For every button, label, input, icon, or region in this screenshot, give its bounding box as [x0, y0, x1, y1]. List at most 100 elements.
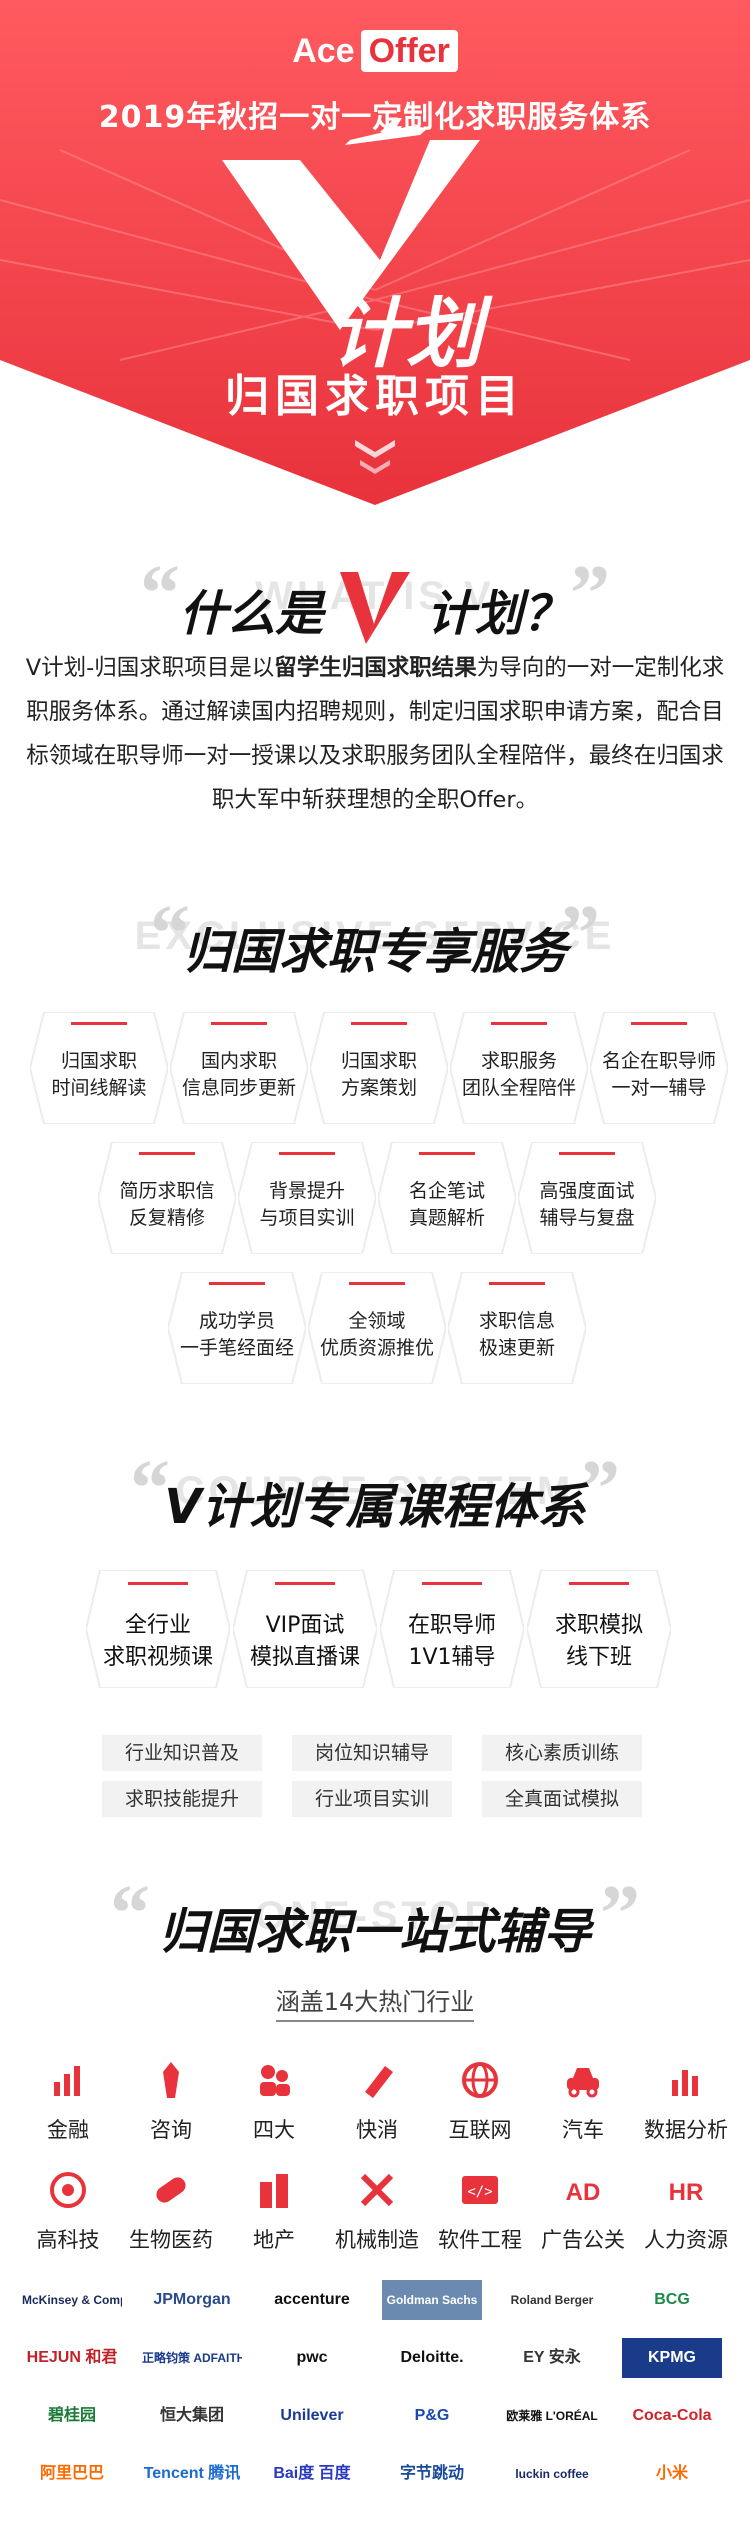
- company-logo: 正略钧策 ADFAITH: [142, 2351, 242, 2365]
- section-what-bg-text: WHAT IS V: [255, 574, 495, 618]
- company-logo: pwc: [296, 2349, 328, 2366]
- course-card: VIP面试模拟直播课: [233, 1570, 377, 1688]
- service-card-line2: 优质资源推优: [319, 1337, 434, 1359]
- industry-item: 数据分析: [636, 2058, 736, 2148]
- section-courses-heading: V计划专属课程体系: [0, 1467, 750, 1537]
- industry-label: 人力资源: [644, 2228, 728, 2252]
- service-card: 全领域优质资源推优: [308, 1272, 446, 1384]
- industry-label: 广告公关: [541, 2228, 625, 2252]
- section-courses-title-text: 计划专属课程体系: [201, 1479, 586, 1535]
- course-card-line2: 求职视频课: [102, 1645, 213, 1670]
- industry-item: 机械制造: [327, 2168, 427, 2258]
- course-tag: 全真面试模拟: [482, 1781, 642, 1817]
- industry-label: 高科技: [36, 2228, 100, 2252]
- service-card-line2: 真题解析: [408, 1207, 485, 1229]
- service-card: 背景提升与项目实训: [238, 1142, 376, 1254]
- service-card-accent: [351, 1022, 407, 1025]
- company-logo: Coca-Cola: [632, 2407, 712, 2424]
- section-services-title: EXCLUSIVE SERVICE “ ” 归国求职专享服务: [0, 894, 750, 990]
- company-logo: accenture: [274, 2291, 350, 2308]
- course-card-label: 求职模拟线下班: [527, 1610, 671, 1674]
- service-card-line1: 归国求职: [340, 1050, 417, 1072]
- quote-open-icon: “: [140, 550, 180, 638]
- company-logo: BCG: [654, 2291, 690, 2308]
- service-card-line2: 信息同步更新: [181, 1077, 296, 1099]
- course-card-accent: [569, 1582, 629, 1585]
- company-logo: EY 安永: [523, 2349, 581, 2366]
- industry-label: 咨询: [150, 2118, 192, 2142]
- course-card-accent: [128, 1582, 188, 1585]
- hero-subtitle: 2019年秋招一对一定制化求职服务体系: [98, 100, 652, 135]
- service-card-line2: 与项目实训: [259, 1207, 355, 1229]
- service-card-line1: 成功学员: [198, 1310, 275, 1332]
- service-card-label: 求职服务团队全程陪伴: [450, 1048, 588, 1102]
- car-icon: [567, 2068, 599, 2098]
- section-what-suffix: 计划？: [426, 586, 571, 642]
- service-card: 归国求职时间线解读: [30, 1012, 168, 1124]
- industry-item: 高科技: [18, 2168, 118, 2258]
- industry-label: 互联网: [448, 2118, 512, 2142]
- service-card-label: 归国求职方案策划: [310, 1048, 448, 1102]
- section-services-bg-text: EXCLUSIVE SERVICE: [134, 914, 616, 958]
- company-logo: Deloitte.: [400, 2349, 464, 2366]
- service-card: 国内求职信息同步更新: [170, 1012, 308, 1124]
- company-logo: Bai度 百度: [273, 2465, 351, 2482]
- v-letter: V: [164, 1479, 202, 1535]
- course-card: 全行业求职视频课: [86, 1570, 230, 1688]
- manufacturing-icon: [360, 2173, 394, 2207]
- fmcg-icon: [365, 2066, 393, 2098]
- service-card-line1: 高强度面试: [539, 1180, 635, 1202]
- service-card-accent: [631, 1022, 687, 1025]
- service-card-line1: 简历求职信: [119, 1180, 215, 1202]
- service-card: 归国求职方案策划: [310, 1012, 448, 1124]
- service-card: 简历求职信反复精修: [98, 1142, 236, 1254]
- intro-text-bold: 留学生归国求职结果: [274, 655, 477, 681]
- course-tag: 岗位知识辅导: [292, 1735, 452, 1771]
- biomedicine-icon: [156, 2177, 186, 2203]
- industry-item: 生物医药: [121, 2168, 221, 2258]
- svg-text:</>: </>: [467, 2184, 492, 2200]
- service-card-line2: 时间线解读: [51, 1077, 147, 1099]
- section-courses-title: COURSE SYSTEM “ ” V计划专属课程体系: [0, 1449, 750, 1545]
- service-card: 名企笔试真题解析: [378, 1142, 516, 1254]
- industry-label: 软件工程: [438, 2228, 522, 2252]
- service-card-label: 高强度面试辅导与复盘: [518, 1178, 656, 1232]
- service-card: 名企在职导师一对一辅导: [590, 1012, 728, 1124]
- industry-label: 机械制造: [335, 2228, 419, 2252]
- svg-text:AD: AD: [566, 2179, 601, 2206]
- service-card-line1: 名企笔试: [408, 1180, 485, 1202]
- section-onestop-heading: 归国求职一站式辅导: [158, 1904, 591, 1960]
- v-logo-icon: [340, 572, 410, 644]
- service-card-line2: 方案策划: [340, 1077, 417, 1099]
- industry-item: </> 软件工程: [430, 2168, 530, 2258]
- course-card-accent: [422, 1582, 482, 1585]
- service-card-line1: 名企在职导师: [601, 1050, 716, 1072]
- industry-label: 四大: [253, 2118, 295, 2142]
- section-courses-bg-text: COURSE SYSTEM: [175, 1469, 575, 1513]
- service-card-line2: 辅导与复盘: [539, 1207, 635, 1229]
- service-card-line2: 一手笔经面经: [179, 1337, 294, 1359]
- service-card-accent: [71, 1022, 127, 1025]
- service-card-line1: 归国求职: [60, 1050, 137, 1072]
- section-onestop-title: ONE-STOP “ ” 归国求职一站式辅导: [0, 1874, 750, 1970]
- service-card: 求职信息极速更新: [448, 1272, 586, 1384]
- plan-name: 归国求职项目: [225, 371, 525, 422]
- company-logo: Roland Berger: [510, 2293, 594, 2307]
- company-logo: luckin coffee: [515, 2467, 589, 2481]
- svg-text:HR: HR: [669, 2179, 704, 2206]
- brand-offer: Offer: [360, 30, 458, 73]
- section-services-heading: 归国求职专享服务: [182, 924, 567, 980]
- company-logo: 字节跳动: [399, 2465, 464, 2482]
- service-card: 高强度面试辅导与复盘: [518, 1142, 656, 1254]
- company-logo: KPMG: [622, 2338, 722, 2378]
- service-card-label: 全领域优质资源推优: [308, 1308, 446, 1362]
- service-card-accent: [211, 1022, 267, 1025]
- advertising-icon: AD: [566, 2179, 601, 2206]
- service-card-accent: [349, 1282, 405, 1285]
- quote-open-icon: “: [130, 1445, 170, 1533]
- course-tag: 行业项目实训: [292, 1781, 452, 1817]
- section-onestop-bg-text: ONE-STOP: [254, 1894, 496, 1938]
